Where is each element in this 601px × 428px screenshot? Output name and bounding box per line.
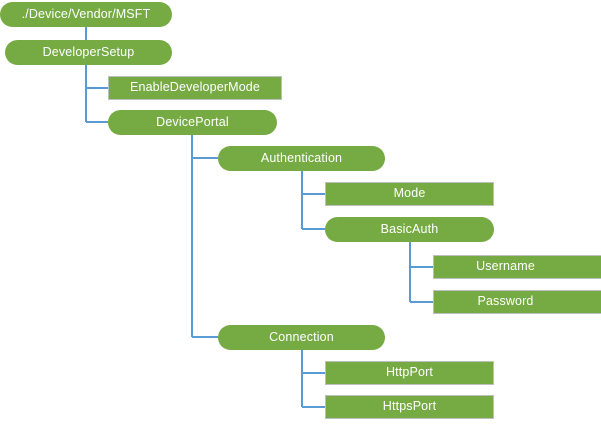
node-deviceportal[interactable]: DevicePortal	[108, 110, 277, 135]
node-httpsport-label: HttpsPort	[382, 399, 437, 414]
node-httpport[interactable]: HttpPort	[325, 361, 494, 385]
node-basicauth-label: BasicAuth	[380, 222, 439, 237]
node-connection[interactable]: Connection	[218, 325, 385, 350]
node-authentication[interactable]: Authentication	[218, 146, 385, 171]
node-username-label: Username	[476, 259, 535, 274]
node-password-label: Password	[477, 294, 534, 309]
node-developersetup-label: DeveloperSetup	[42, 45, 135, 60]
node-enabledevelopermode-label: EnableDeveloperMode	[129, 80, 261, 95]
node-httpsport[interactable]: HttpsPort	[325, 395, 494, 419]
node-mode[interactable]: Mode	[325, 182, 494, 206]
node-root-label: ./Device/Vendor/MSFT	[21, 7, 151, 22]
node-enabledevelopermode[interactable]: EnableDeveloperMode	[108, 76, 282, 100]
node-developersetup[interactable]: DeveloperSetup	[5, 40, 172, 65]
node-authentication-label: Authentication	[260, 151, 343, 166]
node-username[interactable]: Username	[433, 255, 601, 279]
node-password[interactable]: Password	[433, 290, 601, 314]
node-mode-label: Mode	[393, 186, 426, 201]
node-connection-label: Connection	[269, 330, 334, 345]
node-root[interactable]: ./Device/Vendor/MSFT	[0, 2, 172, 27]
node-deviceportal-label: DevicePortal	[156, 115, 229, 130]
node-basicauth[interactable]: BasicAuth	[325, 217, 494, 242]
node-httpport-label: HttpPort	[385, 365, 434, 380]
